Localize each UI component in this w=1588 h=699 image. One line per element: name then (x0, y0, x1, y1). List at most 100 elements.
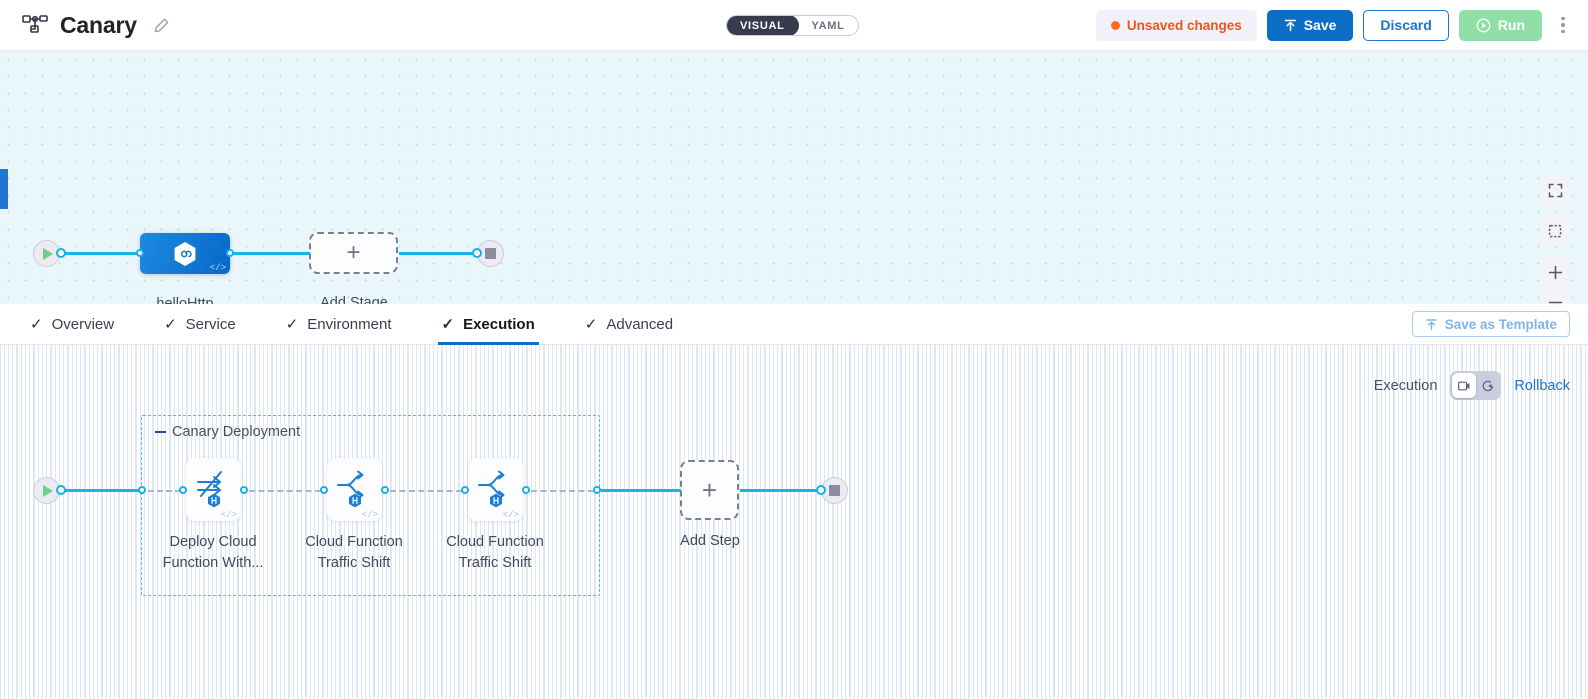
rollback-arrow-icon[interactable] (1476, 373, 1500, 398)
tab-environment[interactable]: ✓ Environment (286, 304, 414, 344)
rollout-icon[interactable] (1452, 373, 1476, 398)
step-node-deploy-cloud-function[interactable]: </> (186, 458, 241, 521)
harness-hex-badge (207, 493, 220, 508)
step3-caption-line2: Traffic Shift (458, 555, 532, 572)
template-upload-icon (1425, 318, 1437, 330)
check-icon: ✓ (584, 316, 598, 333)
start-node-port[interactable] (56, 248, 66, 258)
check-icon: ✓ (441, 316, 455, 333)
zoom-controls (1540, 257, 1570, 304)
page-title: Canary (60, 11, 137, 38)
stop-icon (485, 248, 496, 259)
tab-service-label: Service (185, 315, 236, 333)
execution-start-node[interactable] (33, 477, 60, 504)
deploy-arrows-icon (197, 471, 222, 497)
step-node-traffic-shift-2[interactable]: </> (468, 458, 523, 521)
unsaved-dot-icon (1110, 20, 1120, 30)
pipeline-stage-canvas[interactable]: </> helloHttp + Add Stage (0, 51, 1588, 304)
stage-group-canary-deployment[interactable]: Canary Deployment (141, 415, 600, 596)
hexagon-link-icon (174, 241, 196, 266)
fullscreen-icon[interactable] (1540, 175, 1570, 205)
unsaved-label: Unsaved changes (1126, 17, 1242, 33)
stage-node-hellohttp[interactable]: </> (140, 233, 230, 274)
stage-caption-hellohttp: helloHttp (156, 296, 214, 304)
tab-environment-label: Environment (307, 315, 392, 333)
edge-step1-to-step2 (249, 490, 321, 492)
step1-code-badge: </> (220, 510, 237, 520)
play-icon (43, 484, 53, 497)
tab-advanced[interactable]: ✓ Advanced (585, 304, 695, 344)
tab-execution[interactable]: ✓ Execution (437, 304, 557, 345)
group-entry-port[interactable] (138, 486, 146, 494)
step-node-traffic-shift-1[interactable]: </> (327, 458, 382, 521)
toggle-yaml[interactable]: YAML (811, 19, 845, 32)
edge-start-to-group (63, 489, 143, 492)
run-button[interactable]: Run (1458, 9, 1542, 41)
add-stage-caption: Add Stage (320, 295, 388, 304)
play-icon (43, 247, 53, 260)
check-icon: ✓ (285, 316, 299, 333)
edge-stage-to-add (232, 252, 310, 255)
toggle-visual[interactable]: VISUAL (726, 16, 799, 35)
tab-execution-label: Execution (463, 315, 535, 333)
stage-group-header[interactable]: Canary Deployment (155, 424, 300, 440)
tab-service[interactable]: ✓ Service (164, 304, 258, 344)
step3-code-badge: </> (502, 510, 519, 520)
step1-caption: Deploy Cloud Function With... (151, 532, 275, 574)
canvas-left-rail (0, 169, 8, 209)
save-label: Save (1303, 17, 1337, 33)
collapse-dash-icon[interactable] (155, 430, 166, 434)
step2-output-port[interactable] (381, 486, 389, 494)
check-icon: ✓ (30, 316, 43, 333)
stop-icon (829, 485, 840, 496)
add-stage-button[interactable]: + (309, 232, 398, 274)
app-header: Canary VISUAL YAML Unsaved changes Save … (0, 0, 1588, 51)
edge-step3-to-exit (531, 490, 594, 492)
stage-code-badge: </> (209, 263, 226, 273)
tab-overview[interactable]: ✓ Overview (30, 304, 136, 344)
add-step-button[interactable]: + (680, 460, 739, 520)
view-mode-toggle[interactable]: VISUAL YAML (726, 15, 859, 36)
end-node-port[interactable] (472, 248, 482, 258)
traffic-split-icon (478, 470, 505, 500)
edge-entry-to-step1 (148, 490, 181, 492)
save-button[interactable]: Save (1266, 9, 1354, 41)
step1-input-port[interactable] (179, 486, 187, 494)
save-as-template-button[interactable]: Save as Template (1411, 311, 1570, 337)
execution-end-port[interactable] (816, 485, 826, 495)
edge-group-to-add-step (601, 489, 681, 492)
step1-caption-line2: Function With... (162, 555, 264, 572)
discard-button[interactable]: Discard (1363, 9, 1449, 41)
step3-output-port[interactable] (522, 486, 530, 494)
step1-output-port[interactable] (240, 486, 248, 494)
execution-rollback-toggle[interactable] (1450, 371, 1502, 400)
pencil-icon[interactable] (153, 17, 170, 34)
zoom-in-icon[interactable] (1540, 257, 1570, 287)
kebab-menu-icon[interactable] (1552, 10, 1574, 40)
tab-advanced-label: Advanced (606, 315, 674, 333)
execution-start-port[interactable] (56, 485, 66, 495)
step2-code-badge: </> (361, 510, 378, 520)
save-as-template-label: Save as Template (1444, 316, 1557, 332)
edge-step2-to-step3 (390, 490, 462, 492)
zoom-out-icon[interactable] (1540, 287, 1570, 304)
tab-overview-label: Overview (51, 315, 115, 333)
step3-caption-line1: Cloud Function (446, 534, 544, 550)
step2-caption: Cloud Function Traffic Shift (292, 532, 416, 574)
select-area-icon[interactable] (1540, 216, 1570, 246)
stage-input-port[interactable] (136, 249, 144, 257)
play-circle-icon (1476, 18, 1491, 32)
pipeline-start-node[interactable] (33, 240, 60, 267)
step1-caption-line1: Deploy Cloud (169, 534, 257, 550)
stage-group-label: Canary Deployment (172, 424, 301, 440)
execution-steps-canvas[interactable]: Execution Rollback Canary Dep (0, 345, 1588, 698)
group-exit-port[interactable] (593, 486, 601, 494)
upload-icon (1284, 19, 1296, 31)
execution-label: Execution (1373, 377, 1438, 394)
stage-output-port[interactable] (226, 249, 234, 257)
step3-input-port[interactable] (461, 486, 469, 494)
add-step-caption: Add Step (680, 533, 740, 549)
step2-input-port[interactable] (320, 486, 328, 494)
plus-icon: + (701, 474, 718, 505)
rollback-link[interactable]: Rollback (1514, 377, 1570, 394)
